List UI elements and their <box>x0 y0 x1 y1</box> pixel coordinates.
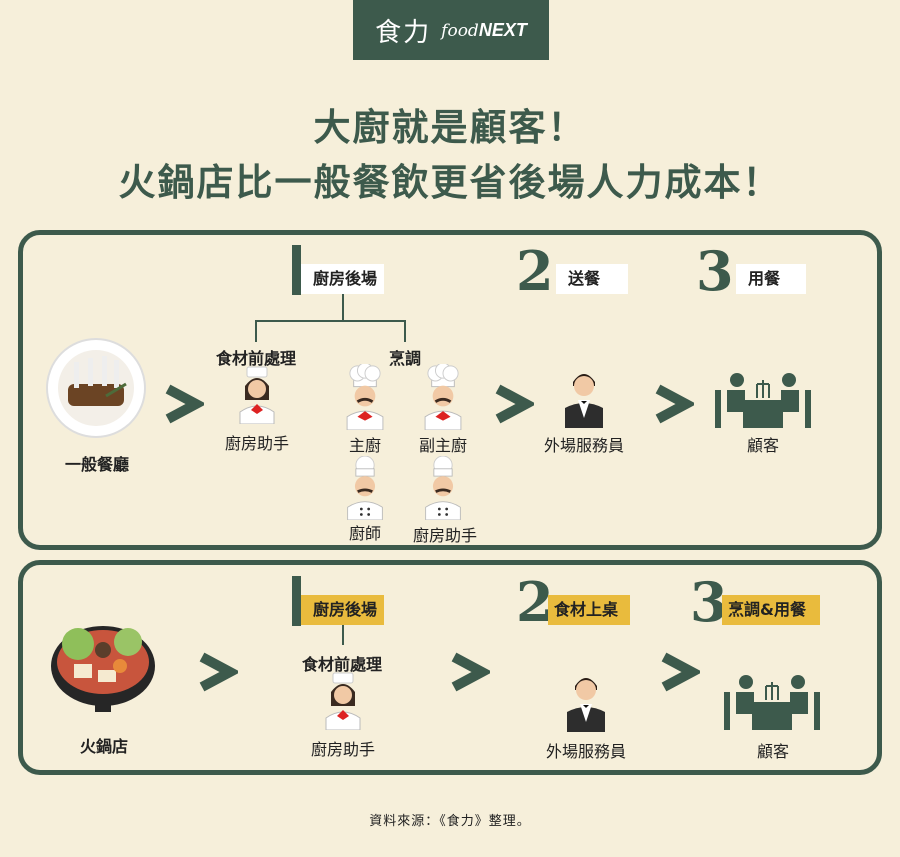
tree-connector <box>255 320 406 322</box>
step2-label: 送餐 <box>556 264 628 294</box>
prep-worker-label: 廚房助手 <box>224 434 289 453</box>
sous-chef-label: 副主廚 <box>418 436 467 455</box>
headline-line1: 大廚就是顧客！ <box>313 106 587 149</box>
head-chef-icon <box>340 364 390 430</box>
chevron-right-icon <box>490 382 534 426</box>
tree-connector <box>255 320 257 342</box>
chevron-right-icon <box>160 382 204 426</box>
step2-number: 2 <box>516 570 554 634</box>
tree-connector <box>342 625 344 645</box>
chevron-right-icon <box>194 650 238 694</box>
brand-logo-en: foodNEXT <box>441 20 527 41</box>
hotpot-icon <box>51 626 155 712</box>
cook-heading: 烹調 <box>388 349 421 368</box>
cook-icon <box>340 456 390 520</box>
kitchen-assistant-icon <box>418 456 468 520</box>
step1-number-bar <box>292 576 301 626</box>
source-footnote: 資料來源：《食力》整理。 <box>369 814 531 829</box>
server-label: 外場服務員 <box>543 436 624 455</box>
brand-next-text: NEXT <box>478 19 527 40</box>
tree-connector <box>342 294 344 320</box>
prep-heading: 食材前處理 <box>301 655 382 674</box>
diners-icon <box>713 370 813 430</box>
step2-label: 食材上桌 <box>548 595 630 625</box>
kitchen-assistant-icon <box>232 364 282 424</box>
kitchen-assistant-icon <box>318 670 368 730</box>
step1-label: 廚房後場 <box>301 264 384 294</box>
step3-label: 烹調&用餐 <box>722 595 820 625</box>
step3-number: 3 <box>690 570 728 634</box>
brand-logo: 食力 foodNEXT <box>353 0 549 60</box>
step1-label: 廚房後場 <box>301 595 384 625</box>
step3-label: 用餐 <box>736 264 806 294</box>
prep-heading: 食材前處理 <box>215 349 296 368</box>
brand-logo-zh: 食力 <box>375 17 432 48</box>
general-restaurant-label: 一般餐廳 <box>64 455 129 474</box>
hotpot-restaurant-label: 火鍋店 <box>79 737 128 756</box>
step3-number: 3 <box>696 239 734 303</box>
chevron-right-icon <box>656 650 700 694</box>
step2-number: 2 <box>516 239 554 303</box>
server-label: 外場服務員 <box>545 742 626 761</box>
waiter-icon <box>561 670 611 732</box>
cook-label: 廚師 <box>348 524 381 543</box>
general-restaurant-panel <box>18 230 882 550</box>
chevron-right-icon <box>650 382 694 426</box>
step1-number-bar <box>292 245 301 295</box>
cook-assistant-label: 廚房助手 <box>412 526 477 545</box>
prep-worker-label: 廚房助手 <box>310 740 375 759</box>
diners-icon <box>722 672 822 732</box>
head-chef-label: 主廚 <box>348 436 381 455</box>
customer-label: 顧客 <box>756 742 789 761</box>
tree-connector <box>404 320 406 342</box>
customer-label: 顧客 <box>746 436 779 455</box>
sous-chef-icon <box>418 364 468 430</box>
hotpot-restaurant-panel <box>18 560 882 775</box>
lamb-chops-dish-icon <box>46 338 146 438</box>
headline-line2: 火鍋店比一般餐飲更省後場人力成本！ <box>118 161 782 204</box>
waiter-icon <box>559 366 609 428</box>
chevron-right-icon <box>446 650 490 694</box>
brand-food-text: food <box>441 20 479 41</box>
